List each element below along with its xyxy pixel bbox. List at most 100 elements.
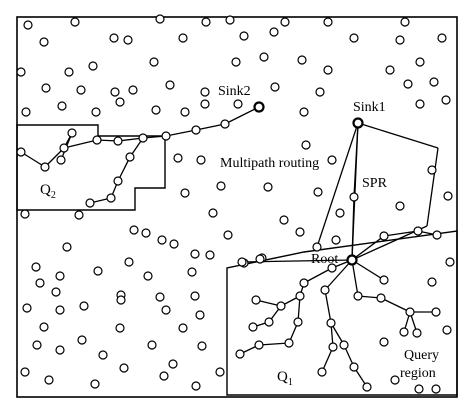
- sensor-node: [225, 15, 235, 25]
- multipath-routing-label: Multipath routing: [220, 156, 319, 171]
- sensor-node: [313, 187, 323, 197]
- sensor-node: [284, 338, 294, 348]
- sensor-node: [64, 67, 74, 77]
- sensor-node: [119, 363, 129, 373]
- sensor-node: [445, 257, 455, 267]
- sensor-node: [379, 231, 389, 241]
- sensor-node: [297, 55, 307, 65]
- sensor-node: [390, 375, 400, 385]
- sensor-node: [414, 384, 424, 394]
- sensor-node: [200, 99, 210, 109]
- sensor-node: [405, 307, 415, 317]
- sensor-node: [147, 340, 157, 350]
- sensor-node: [76, 85, 86, 95]
- sensor-node: [349, 33, 359, 43]
- sensor-node: [41, 83, 51, 93]
- routing-edge: [165, 129, 197, 137]
- sensor-node: [320, 285, 330, 295]
- sensor-node: [379, 275, 389, 285]
- sensor-node: [215, 367, 225, 377]
- sensor-node: [323, 65, 333, 75]
- sensor-node: [237, 257, 247, 267]
- routing-edge: [351, 259, 385, 281]
- sensor-node: [59, 143, 69, 153]
- sensor-node: [20, 367, 30, 377]
- sensor-node: [57, 101, 67, 111]
- sensor-node: [32, 340, 42, 350]
- routing-edge: [380, 297, 411, 313]
- sensor-node: [123, 35, 133, 45]
- sensor-node: [70, 17, 80, 27]
- sensor-node: [251, 295, 261, 305]
- sensor-node: [208, 208, 218, 218]
- sensor-node: [362, 382, 372, 392]
- sensor-node: [335, 208, 345, 218]
- sensor-node: [220, 119, 230, 129]
- sensor-node: [443, 191, 453, 201]
- sensor-node: [197, 341, 207, 351]
- sensor-node: [326, 318, 336, 328]
- sensor-node: [413, 226, 423, 236]
- sink1-node: [352, 117, 364, 129]
- routing-edges: [20, 106, 439, 388]
- sensor-node: [141, 228, 151, 238]
- sensor-node: [92, 135, 102, 145]
- sensor-node: [441, 95, 451, 105]
- routing-edge: [63, 139, 98, 149]
- sensor-node: [312, 242, 322, 252]
- sensor-node: [328, 342, 338, 352]
- sensor-node: [113, 136, 123, 146]
- sensor-node: [432, 230, 442, 240]
- routing-edge: [351, 259, 359, 297]
- sensor-node: [331, 235, 341, 245]
- sensor-node: [16, 147, 26, 157]
- root-label: Root: [311, 252, 338, 267]
- sensor-node: [270, 82, 280, 92]
- routing-edge: [195, 123, 226, 131]
- sensor-node: [55, 305, 65, 315]
- sensor-node: [196, 155, 206, 165]
- sensor-node: [415, 99, 425, 109]
- sensor-node: [201, 17, 211, 27]
- sensor-node: [295, 227, 305, 237]
- sensor-node: [116, 295, 126, 305]
- sensor-node: [159, 371, 169, 381]
- sensor-node: [91, 107, 101, 117]
- sensor-node: [190, 291, 200, 301]
- routing-edge: [357, 122, 439, 149]
- sensor-node: [93, 266, 103, 276]
- q1-query-region: [226, 230, 458, 396]
- sensor-node: [35, 278, 45, 288]
- sensor-node: [205, 250, 215, 260]
- sensor-node: [427, 277, 437, 287]
- spr-label: SPR: [362, 176, 388, 191]
- sensor-node: [55, 345, 65, 355]
- routing-edge: [224, 106, 260, 125]
- sensor-node: [195, 310, 205, 320]
- sensor-node: [16, 67, 26, 77]
- sensor-node: [400, 17, 410, 27]
- sensor-node: [200, 87, 210, 97]
- sensor-node: [44, 375, 54, 385]
- sensor-node: [115, 97, 125, 107]
- sensor-node: [327, 155, 337, 165]
- sensor-node: [31, 262, 41, 272]
- sensor-node: [190, 249, 200, 259]
- sensor-node: [149, 57, 159, 67]
- routing-edge: [426, 147, 439, 227]
- sensor-node: [431, 307, 441, 317]
- sensor-node: [155, 292, 165, 302]
- sensor-node: [235, 349, 245, 359]
- sensor-node: [427, 165, 437, 175]
- sensor-node: [395, 201, 405, 211]
- sensor-node: [327, 263, 337, 273]
- sensor-node: [431, 384, 441, 394]
- sensor-node: [379, 337, 389, 347]
- sensor-node: [315, 87, 325, 97]
- sensor-node: [55, 271, 65, 281]
- sensor-node: [138, 133, 148, 143]
- sensor-node: [113, 176, 123, 186]
- sensor-node: [39, 322, 49, 332]
- sensor-node: [248, 322, 258, 332]
- sensor-node: [317, 367, 327, 377]
